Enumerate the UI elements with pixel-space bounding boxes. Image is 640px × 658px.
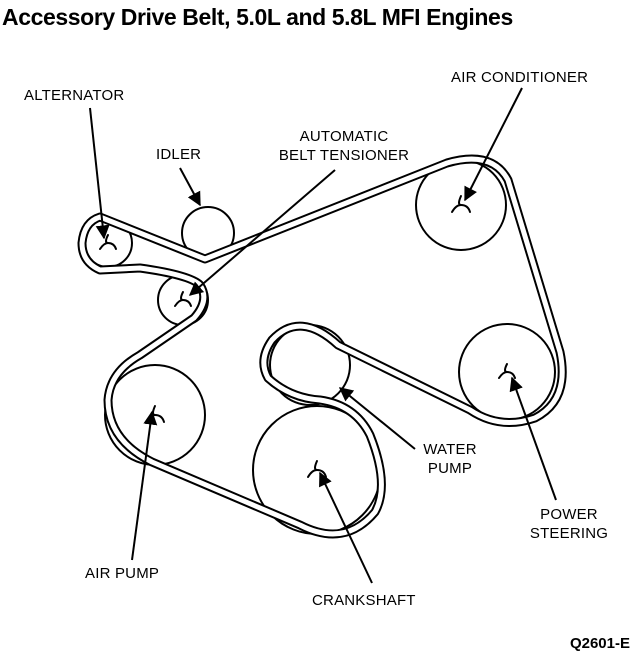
tensioner-arrow [188, 169, 336, 296]
tensioner-label-line1: AUTOMATIC [299, 128, 389, 145]
crankshaft-shaft-icon [307, 460, 327, 478]
tensioner-label: AUTOMATIC BELT TENSIONER [248, 127, 440, 165]
air-conditioner-label: AIR CONDITIONER [451, 69, 589, 86]
power-steering-label: POWER STEERING [514, 505, 624, 543]
tensioner-shaft-icon [174, 291, 192, 307]
water-pump-label-line1: WATER [423, 441, 477, 458]
air-pump-shaft-icon [145, 405, 165, 423]
ps-shaft-icon [498, 363, 516, 379]
tensioner-label-line2: BELT TENSIONER [278, 147, 410, 164]
crankshaft-label: CRANKSHAFT [312, 592, 416, 609]
air-pump-label: AIR PUMP [85, 565, 160, 582]
ac-arrow [464, 87, 523, 202]
water-pump-label-line2: PUMP [427, 460, 473, 477]
alternator-shaft-icon [99, 234, 117, 250]
figure-code: Q2601-E [569, 635, 630, 652]
alternator-arrow [89, 107, 110, 240]
power-steering-label-line1: POWER [540, 506, 598, 523]
idler-arrow [179, 167, 201, 207]
crankshaft-arrow [319, 471, 373, 584]
serpentine-belt [77, 154, 567, 539]
water-pump-label: WATER PUMP [410, 440, 490, 478]
alternator-label: ALTERNATOR [24, 87, 125, 104]
power-steering-arrow [509, 376, 557, 501]
air-pump-arrow [131, 410, 158, 561]
ac-shaft-icon [451, 195, 471, 213]
water-pump-arrow [338, 387, 416, 450]
idler-label: IDLER [156, 146, 202, 163]
diagram-title: Accessory Drive Belt, 5.0L and 5.8L MFI … [2, 4, 513, 30]
power-steering-label-line2: STEERING [529, 525, 609, 542]
leader-lines [89, 87, 557, 584]
